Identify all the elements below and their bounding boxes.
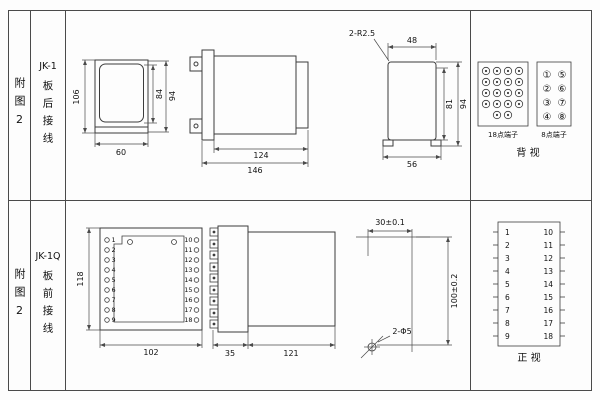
jk1-rear-view bbox=[382, 61, 442, 147]
terminal-number: 3 bbox=[112, 256, 116, 264]
rear-view-label: 背 视 bbox=[516, 146, 539, 159]
front-height-dim: 118 bbox=[76, 271, 85, 286]
fig-label-bottom: 附图2 bbox=[13, 267, 26, 324]
terminal-number: 7 bbox=[112, 296, 116, 304]
table-terminal-number: 9 bbox=[505, 332, 510, 341]
terminal-number: 17 bbox=[184, 306, 192, 314]
jk1-rear-dims: 2-R2.5 48 81 94 56 bbox=[349, 29, 468, 169]
terminal-point: ⑤ bbox=[558, 70, 567, 81]
table-terminal-number: 3 bbox=[505, 254, 510, 263]
table-terminal-number: 12 bbox=[543, 254, 553, 263]
terminal-number: 16 bbox=[184, 296, 192, 304]
terminal-point: ② bbox=[543, 84, 552, 95]
side-connector-dim: 35 bbox=[225, 349, 235, 358]
table-terminal-number: 17 bbox=[543, 319, 553, 328]
terminal-number: 11 bbox=[184, 246, 192, 254]
model-cell-bottom: JK-1Q 板前接线 bbox=[30, 200, 66, 391]
rear-top-width-dim: 48 bbox=[407, 36, 417, 45]
jk1-front-view bbox=[94, 59, 149, 134]
jk1q-front-dims: 118 102 bbox=[76, 227, 203, 357]
terminal-number: 10 bbox=[184, 236, 192, 244]
front-width-dim: 60 bbox=[116, 148, 126, 157]
side-body-dim: 121 bbox=[283, 349, 298, 358]
jk1-front-dims: 106 84 94 60 bbox=[72, 59, 177, 157]
terminal-number: 8 bbox=[112, 306, 116, 314]
table-terminal-number: 7 bbox=[505, 306, 510, 315]
model-name-bottom: JK-1Q bbox=[35, 251, 61, 262]
table-grid bbox=[8, 10, 592, 391]
jk1q-front-view bbox=[99, 227, 203, 331]
holes-note: 2-Φ5 bbox=[392, 327, 411, 336]
terminal-18pt-rear bbox=[477, 61, 529, 127]
table-terminal-number: 18 bbox=[543, 332, 553, 341]
model-name-top: JK-1 bbox=[39, 60, 57, 72]
jk1q-side-dims: 35 121 bbox=[212, 326, 336, 358]
table-terminal-number: 11 bbox=[543, 241, 553, 250]
panel-drilling-view: 30±0.1 100±0.2 2-Φ5 bbox=[356, 218, 459, 359]
terminal-8pt-rear: ① ⑤ ② ⑥ ③ ⑦ ④ ⑧ bbox=[536, 61, 572, 127]
front-inner-height-dim: 84 bbox=[155, 89, 164, 99]
terminal-8pt-label: 8点端子 bbox=[541, 130, 566, 139]
terminal-number: 4 bbox=[112, 266, 116, 274]
table-terminal-number: 16 bbox=[543, 306, 553, 315]
hole-spacing-v-dim: 100±0.2 bbox=[450, 274, 459, 309]
terminal-number: 1 bbox=[112, 236, 116, 244]
side-total-depth-dim: 146 bbox=[247, 166, 262, 175]
hole-spacing-h-dim: 30±0.1 bbox=[375, 218, 405, 227]
terminal-point: ⑧ bbox=[558, 112, 567, 123]
rear-outer-height-dim: 94 bbox=[459, 99, 468, 109]
table-terminal-number: 1 bbox=[505, 228, 510, 237]
terminal-point: ⑦ bbox=[558, 98, 567, 109]
table-terminal-number: 8 bbox=[505, 319, 510, 328]
table-terminal-number: 5 bbox=[505, 280, 510, 289]
front-view-label: 正 视 bbox=[517, 351, 540, 364]
wiring-label-bottom: 板前接线 bbox=[41, 270, 54, 340]
table-terminal-number: 14 bbox=[543, 280, 553, 289]
terminal-point: ④ bbox=[543, 112, 552, 123]
jk1q-side-view bbox=[209, 225, 336, 333]
terminal-table-front: 1 2 3 4 5 6 7 8 9 10 11 12 13 14 15 16 1… bbox=[493, 221, 565, 347]
terminal-number: 18 bbox=[184, 316, 192, 324]
fig-label-top: 附图2 bbox=[13, 77, 26, 133]
terminal-point: ③ bbox=[543, 98, 552, 109]
wiring-label-top: 板后接线 bbox=[41, 79, 54, 150]
front-width-dim: 102 bbox=[143, 348, 158, 357]
jk1q-front-terminals: 1 2 3 4 5 6 7 8 9 10 11 12 13 14 15 16 1… bbox=[104, 236, 200, 324]
terminal-number: 13 bbox=[184, 266, 192, 274]
terminal-18pt-label: 18点端子 bbox=[488, 130, 518, 139]
terminal-number: 15 bbox=[184, 286, 192, 294]
terminal-number: 9 bbox=[112, 316, 116, 324]
terminal-point: ① bbox=[543, 70, 552, 81]
rear-bottom-width-dim: 56 bbox=[407, 160, 417, 169]
front-height-dim: 106 bbox=[72, 89, 81, 104]
terminal-number: 6 bbox=[112, 286, 116, 294]
corner-radius-note: 2-R2.5 bbox=[349, 29, 375, 38]
table-terminal-number: 6 bbox=[505, 293, 510, 302]
terminal-point: ⑥ bbox=[558, 84, 567, 95]
side-body-depth-dim: 124 bbox=[253, 151, 268, 160]
jk1-side-view bbox=[189, 49, 309, 141]
terminal-number: 12 bbox=[184, 256, 192, 264]
terminal-number: 5 bbox=[112, 276, 116, 284]
table-terminal-number: 4 bbox=[505, 267, 510, 276]
table-terminal-number: 2 bbox=[505, 241, 510, 250]
terminal-number: 2 bbox=[112, 246, 116, 254]
table-terminal-number: 15 bbox=[543, 293, 553, 302]
model-cell-top: JK-1 板后接线 bbox=[30, 10, 66, 200]
table-terminal-number: 13 bbox=[543, 267, 553, 276]
terminal-number: 14 bbox=[184, 276, 192, 284]
rear-inner-height-dim: 81 bbox=[445, 99, 454, 109]
table-terminal-number: 10 bbox=[543, 228, 553, 237]
front-outer-height-dim: 94 bbox=[168, 91, 177, 101]
jk1-side-dims: 124 146 bbox=[201, 130, 309, 175]
